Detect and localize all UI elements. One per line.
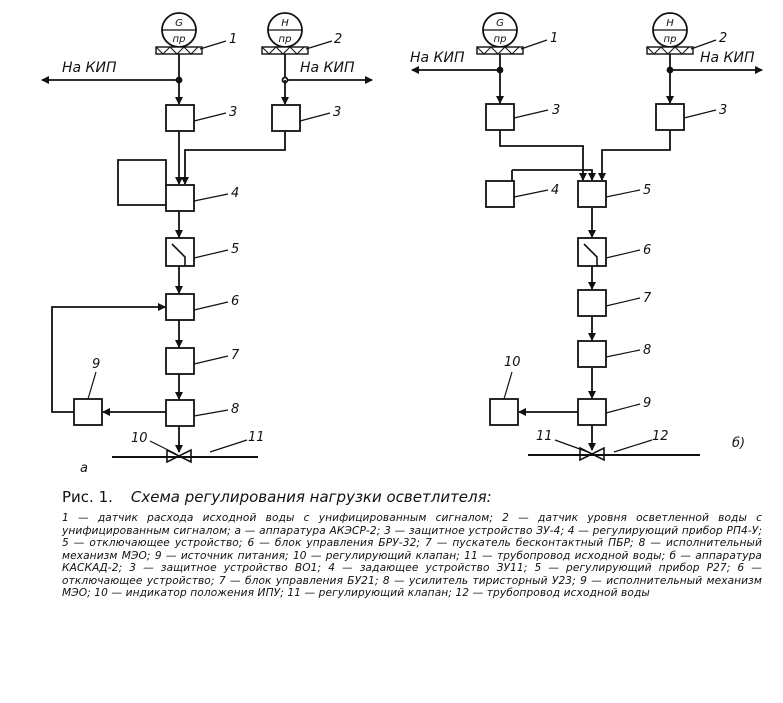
label-a-4: 4 (231, 186, 239, 201)
label-a-7: 7 (231, 348, 240, 363)
sensor-2-b-top: Н (666, 18, 674, 29)
sensor-2-a (261, 12, 309, 80)
label-b-9: 9 (643, 396, 651, 411)
label-b-8: 8 (643, 343, 651, 358)
label-a-2: 2 (334, 32, 342, 47)
sensor-1-a-bottom: пр (173, 34, 186, 45)
label-a-11: 11 (248, 430, 265, 445)
label-a-1: 1 (229, 32, 237, 47)
label-b-3-left: 3 (552, 103, 560, 118)
sensor-1-b-bottom: пр (494, 34, 507, 45)
label-b-10: 10 (504, 355, 521, 370)
label-b-12: 12 (652, 429, 669, 444)
figure-title: Схема регулирования нагрузки осветлителя… (130, 488, 492, 506)
diagram-b-letter: б) (732, 436, 745, 451)
label-a-3-left: 3 (229, 105, 237, 120)
sensor-2-a-bottom: пр (279, 34, 292, 45)
diagram-b-labels: G пр Н пр 1 2 На КИП На КИП 3 3 4 5 6 7 … (410, 18, 755, 451)
label-b-11: 11 (536, 429, 553, 444)
sensor-1-b (476, 12, 524, 70)
sensor-1-a-top: G (175, 18, 183, 29)
regulation-scheme-diagram: G пр Н пр 1 2 На КИП На КИП 3 3 4 5 6 7 … (41, 12, 763, 476)
sensor-2-a-top: Н (281, 18, 289, 29)
label-b-5: 5 (643, 183, 651, 198)
diagram-a (41, 12, 373, 464)
label-b-3-right: 3 (719, 103, 727, 118)
kip-left-a: На КИП (62, 60, 117, 76)
figure-caption: Рис. 1. Схема регулирования нагрузки осве… (62, 488, 762, 600)
label-b-6: 6 (643, 243, 651, 258)
figure-number: Рис. 1. (62, 488, 113, 506)
kip-right-a: На КИП (300, 60, 355, 76)
label-a-9: 9 (92, 357, 100, 372)
diagram-b (411, 12, 763, 462)
sensor-1-a (155, 12, 203, 80)
label-a-10: 10 (131, 431, 148, 446)
diagram-a-labels: G пр Н пр 1 2 На КИП На КИП 3 3 4 5 6 7 … (62, 18, 355, 476)
caption-title-line: Рис. 1. Схема регулирования нагрузки осве… (62, 488, 762, 506)
label-a-6: 6 (231, 294, 239, 309)
label-b-7: 7 (643, 291, 652, 306)
label-a-5: 5 (231, 242, 239, 257)
label-a-8: 8 (231, 402, 239, 417)
caption-legend: 1 — датчик расхода исходной воды с унифи… (62, 512, 762, 599)
sensor-2-b-bottom: пр (664, 34, 677, 45)
kip-right-b: На КИП (700, 50, 755, 66)
sensor-1-b-top: G (496, 18, 504, 29)
diagram-a-letter: а (80, 461, 88, 476)
label-a-3-right: 3 (333, 105, 341, 120)
kip-left-b: На КИП (410, 50, 465, 66)
label-b-1: 1 (550, 31, 558, 46)
sensor-2-b (646, 12, 694, 70)
label-b-2: 2 (719, 31, 727, 46)
label-b-4: 4 (551, 183, 559, 198)
